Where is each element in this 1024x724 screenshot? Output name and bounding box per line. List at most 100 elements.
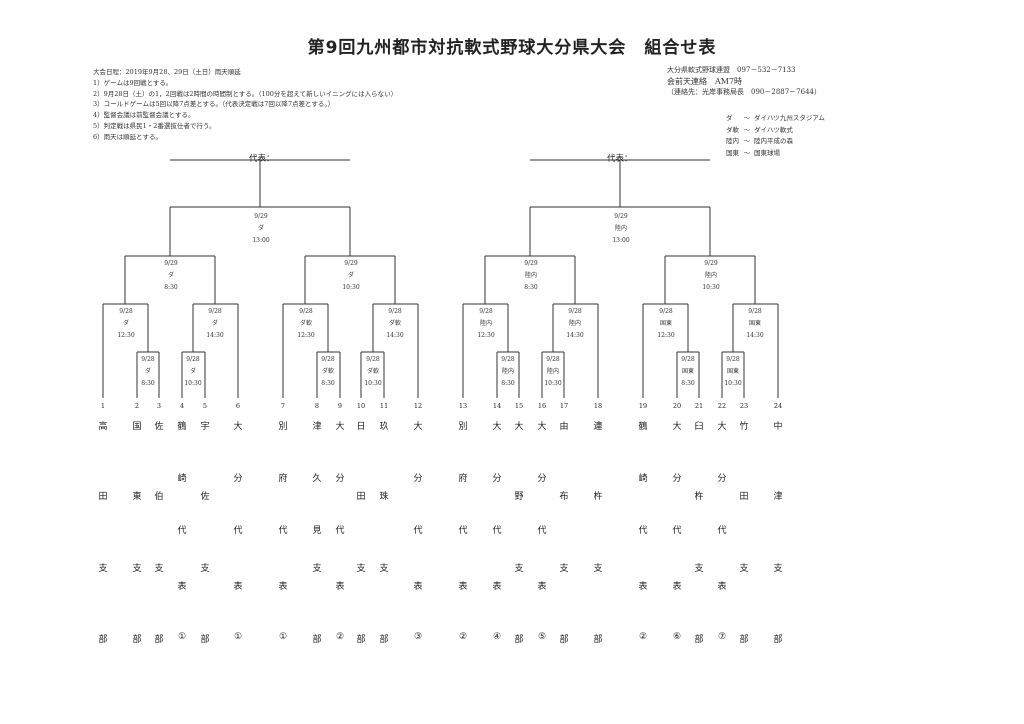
representative-label-right: 代表： — [607, 154, 633, 164]
team-number: 21 — [694, 402, 704, 410]
team-name-char: 田 — [739, 492, 749, 502]
team-name-char: ② — [458, 632, 468, 642]
team-name-char: 田 — [98, 492, 108, 502]
team-name-char: 大 — [233, 422, 243, 432]
team-name-char: 支 — [694, 564, 704, 574]
team-number: 7 — [280, 402, 286, 410]
team-name-char: 表 — [335, 582, 345, 592]
team-name-char: 杵 — [593, 492, 603, 502]
legend-tilde: ～ — [743, 148, 751, 157]
team-name-char: 部 — [559, 635, 569, 645]
contact-line: 大分県軟式野球連盟 097－532－7133 — [667, 66, 796, 74]
team-number: 4 — [179, 402, 185, 410]
team-name-char: 支 — [559, 564, 569, 574]
team-number: 13 — [458, 402, 468, 410]
team-name-char: 分 — [335, 474, 345, 484]
team-name-char: 支 — [312, 564, 322, 574]
legend-tilde: ～ — [743, 125, 751, 134]
team-name-char: ⑤ — [537, 632, 547, 642]
team-name-char: ③ — [413, 632, 423, 642]
team-number: 2 — [134, 402, 140, 410]
legend-row: ダ軟 ～ダイハツ軟式 — [726, 125, 825, 137]
team-name-char: 大 — [413, 422, 423, 432]
team-name-char: 部 — [132, 635, 142, 645]
team-name-char: 表 — [537, 582, 547, 592]
team-name-char: 支 — [154, 564, 164, 574]
team-name-char: 崎 — [638, 474, 648, 484]
note-line: 4）監督会議は前監督会議とする。 — [93, 111, 195, 120]
team-number: 1 — [100, 402, 106, 410]
team-name-char: 大 — [537, 422, 547, 432]
team-name-char: 津 — [773, 492, 783, 502]
team-name-char: 府 — [458, 474, 468, 484]
team-name-char: 表 — [177, 582, 187, 592]
team-number: 17 — [559, 402, 569, 410]
team-name-char: 表 — [492, 582, 502, 592]
legend-tilde: ～ — [743, 137, 751, 145]
team-name-char: ⑥ — [672, 632, 682, 642]
team-name-char: 臼 — [694, 422, 704, 432]
team-name-char: 大 — [514, 422, 524, 432]
legend-value: 国東球場 — [754, 148, 780, 157]
team-number: 22 — [717, 402, 727, 410]
team-name-char: 部 — [98, 635, 108, 645]
team-name-char: 崎 — [177, 474, 187, 484]
team-number: 14 — [492, 402, 502, 410]
team-name-char: 見 — [312, 526, 322, 536]
team-name-char: ② — [638, 632, 648, 642]
team-number: 15 — [514, 402, 524, 410]
legend-key: ダ軟 — [726, 125, 739, 134]
team-name-char: 部 — [773, 635, 783, 645]
team-name-char: ① — [177, 632, 187, 642]
team-name-char: 代 — [672, 526, 682, 536]
team-name-char: 代 — [638, 526, 648, 536]
legend-tilde: ～ — [743, 114, 751, 122]
team-name-char: 鶴 — [638, 422, 648, 432]
team-name-char: 宇 — [200, 422, 210, 432]
team-number: 19 — [638, 402, 648, 410]
team-name-char: 代 — [278, 526, 288, 536]
team-name-char: 代 — [335, 526, 345, 536]
team-name-char: ① — [278, 632, 288, 642]
legend-key: 陸内 — [726, 137, 739, 145]
legend-value: ダイハツ軟式 — [754, 125, 793, 134]
team-number: 6 — [235, 402, 241, 410]
team-name-char: 表 — [717, 582, 727, 592]
team-name-char: ② — [335, 632, 345, 642]
team-name-char: 表 — [278, 582, 288, 592]
team-name-char: ⑦ — [717, 632, 727, 642]
team-name-char: 伯 — [154, 492, 164, 502]
team-name-char: 久 — [312, 474, 322, 484]
bracket-lines — [102, 159, 779, 398]
team-name-char: 日 — [356, 422, 366, 432]
legend-row: ダ～ダイハツ九州スタジアム — [726, 113, 825, 125]
team-name-char: 中 — [773, 422, 783, 432]
team-name-char: 府 — [278, 474, 288, 484]
legend-value: ダイハツ九州スタジアム — [754, 114, 825, 122]
team-name-char: 部 — [593, 635, 603, 645]
team-name-char: 表 — [413, 582, 423, 592]
legend-value: 陸内平成の森 — [754, 137, 793, 145]
contact-line: （連絡先：光岸事務局長 090－2887－7644） — [667, 88, 821, 96]
note-line: 3）コールドゲームは5回以降7点差とする。（代表決定戦は7回以降7点差とする。） — [93, 100, 335, 109]
team-name-char: 支 — [132, 564, 142, 574]
team-name-char: 分 — [492, 474, 502, 484]
team-name-char: 部 — [739, 635, 749, 645]
contact-info: 大分県軟式野球連盟 097－532－7133 会前天連絡 AM7時 （連絡先：光… — [667, 65, 821, 98]
representative-label-left: 代表： — [249, 154, 275, 164]
note-line: 1）ゲームは9回戦とする。 — [93, 78, 173, 87]
venue-legend: ダ～ダイハツ九州スタジアム ダ軟～ダイハツ軟式 陸内～陸内平成の森 国東～国東球… — [726, 113, 825, 159]
team-name-char: 竹 — [739, 422, 749, 432]
team-name-char: ④ — [492, 632, 502, 642]
